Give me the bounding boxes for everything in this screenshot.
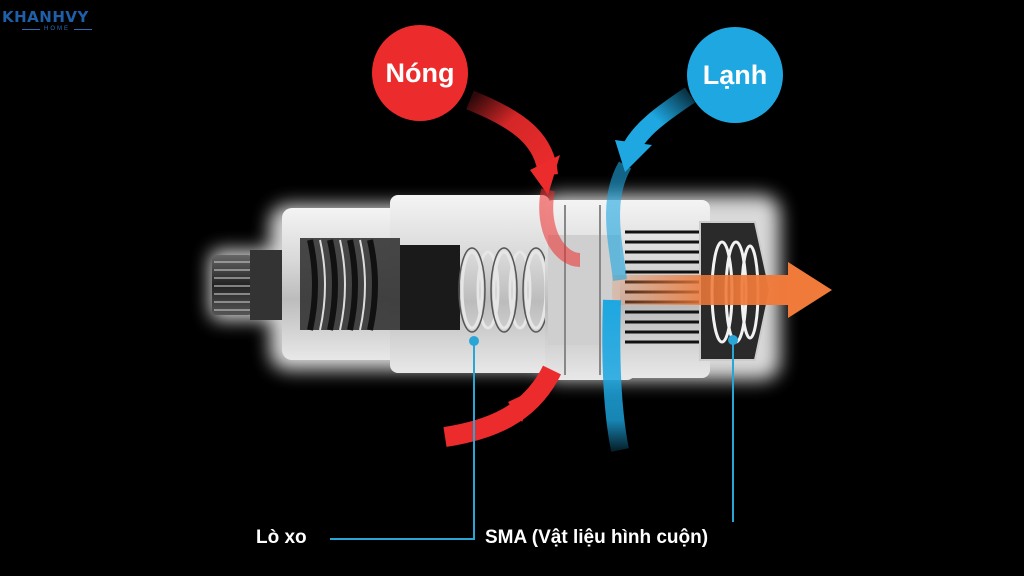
brand-logo: KHANHVY HOME	[2, 10, 122, 32]
cold-inlet-arrow	[606, 87, 695, 281]
spring-leader-line	[330, 341, 475, 540]
mixed-outlet-arrow	[612, 262, 832, 318]
cold-water-bubble: Lạnh	[687, 27, 783, 123]
hot-loop-arrow	[443, 365, 561, 447]
hot-water-label: Nóng	[385, 57, 455, 88]
spring-label: Lò xo	[256, 527, 307, 548]
leader-lines	[330, 335, 738, 540]
sma-label: SMA (Vật liệu hình cuộn)	[485, 527, 709, 548]
brand-subtitle: HOME	[44, 26, 70, 32]
cold-down-flow	[602, 299, 629, 452]
hot-inlet-arrow	[466, 90, 581, 267]
hot-water-bubble: Nóng	[372, 25, 468, 121]
splined-stem	[212, 250, 285, 320]
brand-name: KHANHVY	[2, 8, 89, 26]
cold-water-label: Lạnh	[702, 59, 768, 90]
valve-body-left	[282, 195, 550, 373]
